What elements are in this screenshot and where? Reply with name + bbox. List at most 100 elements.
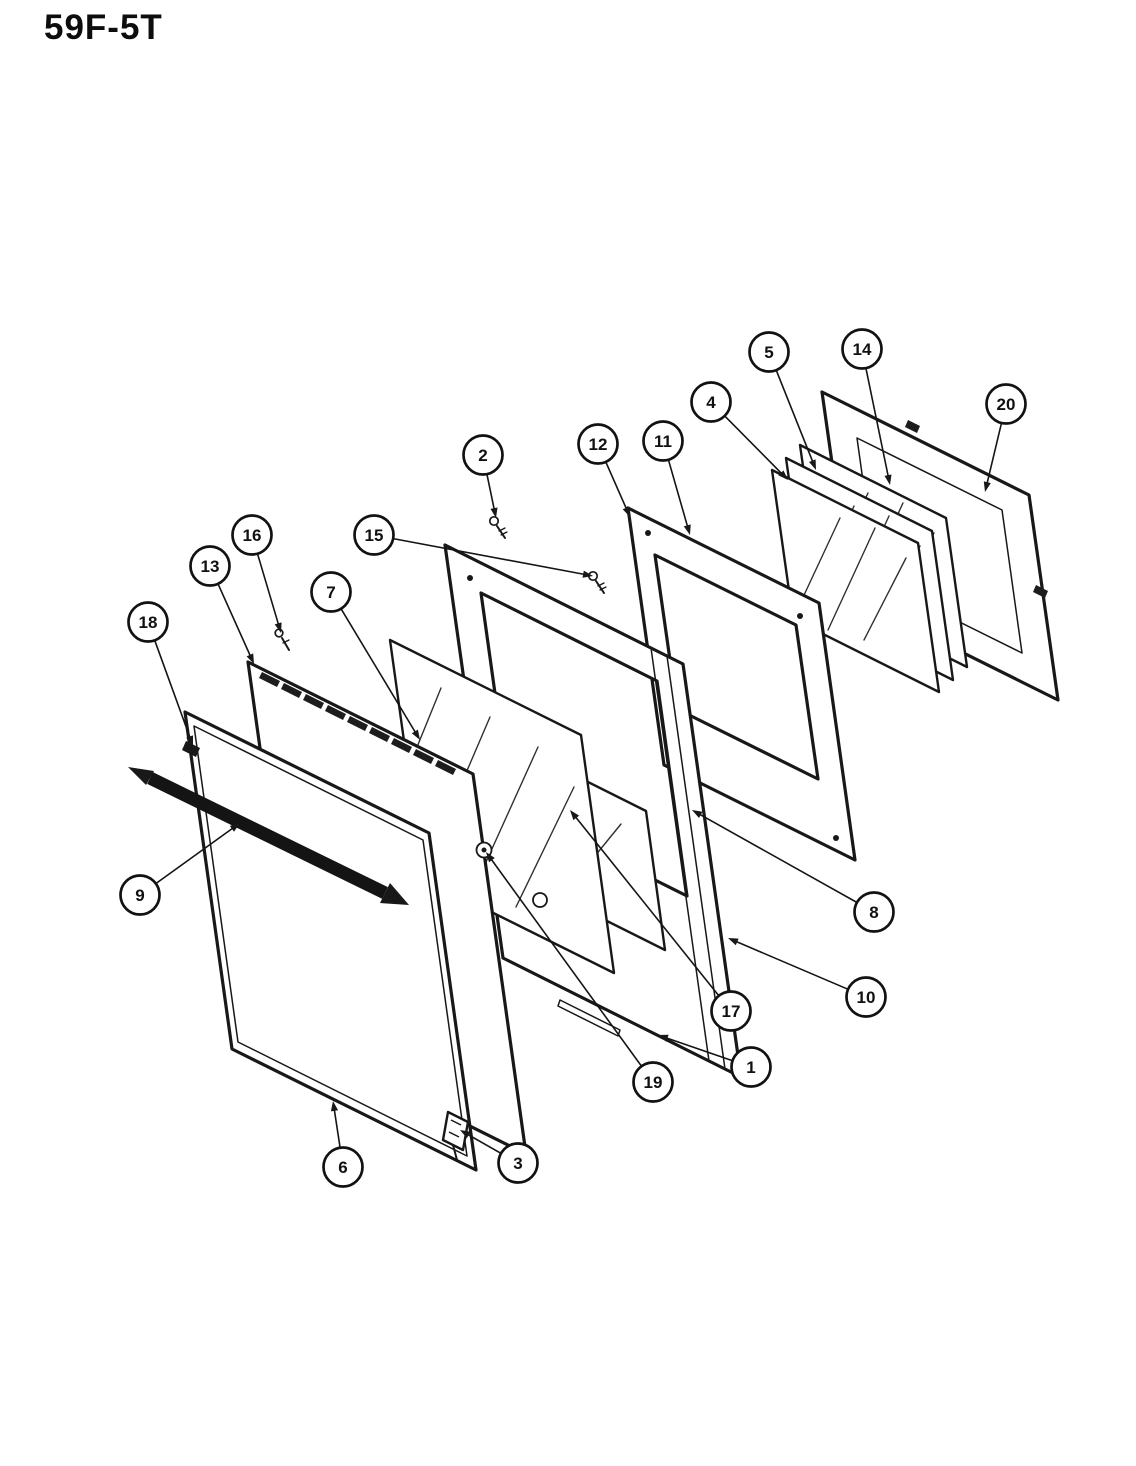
handle-bar xyxy=(147,772,388,899)
callout-number: 1 xyxy=(746,1058,755,1077)
leader-line xyxy=(488,856,643,1067)
leader-line xyxy=(256,553,281,628)
callout-20: 20 xyxy=(983,383,1027,492)
callout-number: 13 xyxy=(201,557,220,576)
leader-arrowhead xyxy=(274,622,282,633)
callout-circle xyxy=(189,545,231,587)
callout-10: 10 xyxy=(728,938,887,1018)
drawing-number: 59F-5T xyxy=(44,8,163,47)
callout-19: 19 xyxy=(486,852,674,1103)
leader-arrowhead xyxy=(983,481,991,492)
callout-number: 17 xyxy=(722,1002,741,1021)
callout-circle xyxy=(642,420,684,462)
callout-circle xyxy=(845,976,887,1018)
leader-line xyxy=(155,825,236,885)
callout-circle xyxy=(127,601,169,643)
callout-6: 6 xyxy=(322,1101,364,1188)
part-inner-glass-front-4 xyxy=(770,468,941,694)
callout-number: 10 xyxy=(857,988,876,1007)
screw-icon xyxy=(274,628,284,638)
leader-arrowhead xyxy=(490,507,498,518)
glass-sheet xyxy=(770,468,941,694)
handle-arrow-left xyxy=(128,767,154,785)
outer-door-glass-edge xyxy=(193,725,468,1157)
leader-arrowhead xyxy=(728,938,739,946)
liner-clip xyxy=(1033,585,1048,598)
callout-number: 14 xyxy=(853,340,872,359)
callout-number: 16 xyxy=(243,526,262,545)
callout-9: 9 xyxy=(119,823,240,916)
leader-line xyxy=(733,939,849,991)
panel-hole xyxy=(532,892,548,908)
leader-arrowhead xyxy=(460,1130,471,1139)
callout-circle xyxy=(985,383,1027,425)
leader-arrowhead xyxy=(809,459,816,470)
leader-arrowhead xyxy=(486,852,495,863)
leader-arrowhead xyxy=(229,823,240,832)
callout-number: 9 xyxy=(135,886,144,905)
callout-number: 20 xyxy=(997,395,1016,414)
callout-4: 4 xyxy=(690,381,788,480)
callout-14: 14 xyxy=(841,328,892,485)
leader-line xyxy=(865,367,890,480)
callout-number: 4 xyxy=(706,393,716,412)
leader-line xyxy=(217,583,253,659)
leader-line xyxy=(333,1106,341,1148)
callout-circle xyxy=(730,1046,772,1088)
callout-number: 12 xyxy=(589,435,608,454)
handle-arrow-right xyxy=(380,883,409,905)
leader-line xyxy=(775,369,815,465)
leader-line xyxy=(573,814,720,997)
grommet-center xyxy=(481,847,487,853)
callout-12: 12 xyxy=(577,423,630,517)
callout-13: 13 xyxy=(189,545,254,664)
screw-callout-2 xyxy=(488,515,508,539)
screw-callout-15 xyxy=(587,570,607,594)
panel-screw-hole xyxy=(467,575,473,581)
callout-circle xyxy=(710,990,752,1032)
callout-8: 8 xyxy=(692,810,895,933)
callout-17: 17 xyxy=(570,810,752,1032)
callout-circle xyxy=(497,1142,539,1184)
leader-line xyxy=(696,812,858,904)
callout-number: 2 xyxy=(478,446,487,465)
liner-clip xyxy=(905,420,920,433)
leader-arrowhead xyxy=(683,524,691,535)
leader-arrowhead xyxy=(246,653,254,664)
leader-line xyxy=(605,461,629,512)
leader-arrowhead xyxy=(658,1034,669,1042)
leader-arrowhead xyxy=(411,729,420,740)
callout-number: 19 xyxy=(644,1073,663,1092)
leader-line xyxy=(724,415,785,477)
latch-body xyxy=(441,1110,470,1152)
callout-7: 7 xyxy=(310,571,420,740)
clip-icon xyxy=(182,741,200,757)
frame-screw-hole xyxy=(797,613,803,619)
callout-circle xyxy=(231,514,273,556)
leader-line xyxy=(464,1132,502,1155)
screw-callout-16 xyxy=(274,628,290,651)
part-latch-3 xyxy=(441,1110,470,1161)
callout-circle xyxy=(690,381,732,423)
callout-number: 18 xyxy=(139,613,158,632)
callout-16: 16 xyxy=(231,514,282,633)
leader-arrowhead xyxy=(622,506,630,517)
leader-arrowhead xyxy=(330,1101,339,1112)
leader-line xyxy=(486,473,496,513)
leader-line xyxy=(985,422,1003,487)
callout-3: 3 xyxy=(460,1130,539,1184)
callout-circle xyxy=(322,1146,364,1188)
leader-arrowhead xyxy=(778,470,788,480)
screw-icon xyxy=(488,515,500,527)
leader-arrowhead xyxy=(570,810,580,821)
leader-line xyxy=(393,537,588,576)
callout-circle xyxy=(748,331,790,373)
panel-slot xyxy=(557,999,621,1037)
leader-arrowhead xyxy=(884,474,892,485)
leader-arrowhead xyxy=(582,570,593,578)
callout-18: 18 xyxy=(127,601,193,746)
part-door-handle-9 xyxy=(128,767,409,905)
callout-2: 2 xyxy=(462,434,504,518)
